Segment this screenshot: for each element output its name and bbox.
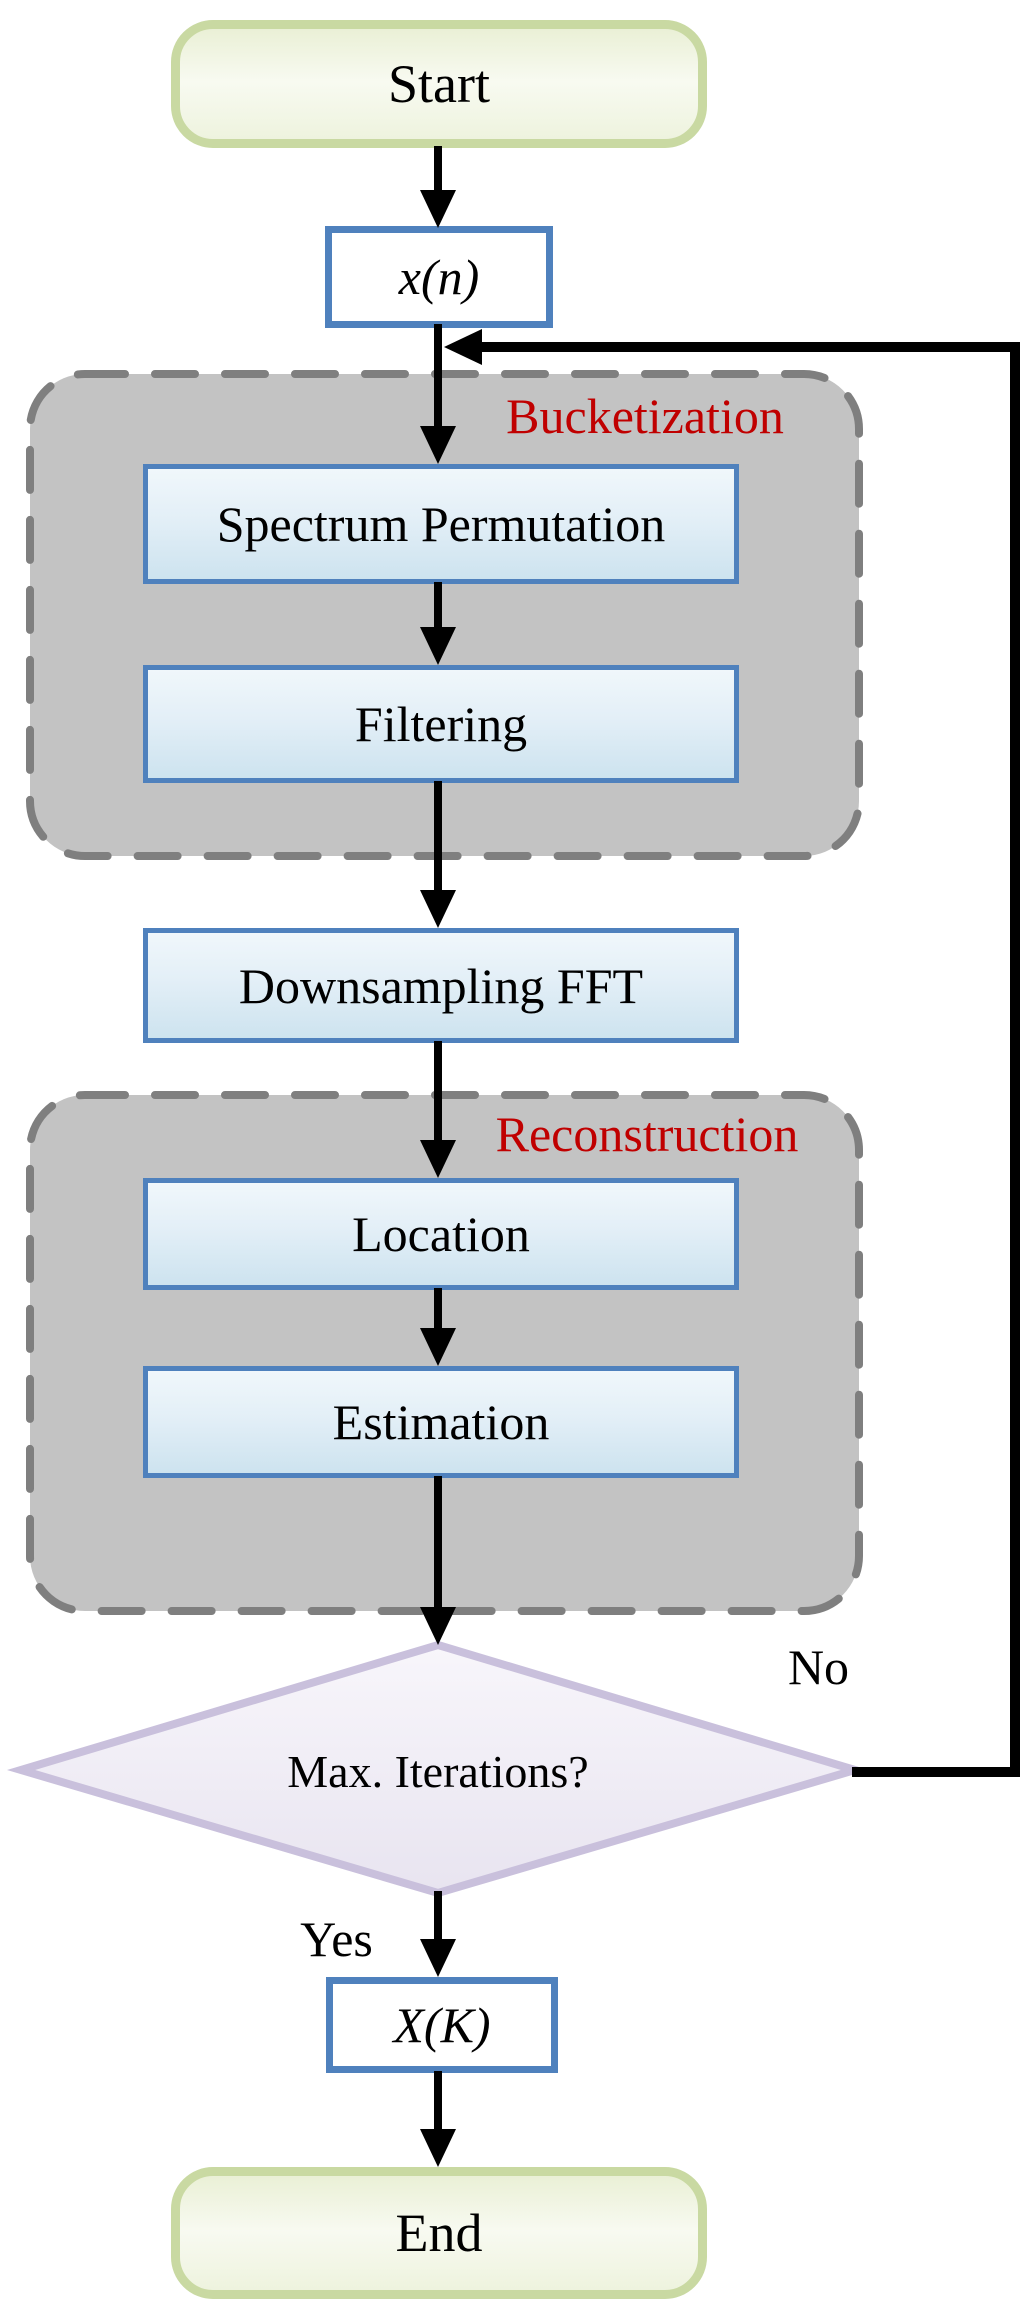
bucketization-group-label: Bucketization	[506, 388, 784, 444]
end-terminator: End	[171, 2167, 707, 2299]
estimation-box: Estimation	[143, 1366, 739, 1478]
downsampling-fft-box: Downsampling FFT	[143, 928, 739, 1043]
reconstruction-group-outline	[26, 1091, 863, 1615]
location-box: Location	[143, 1178, 739, 1290]
filtering-box: Filtering	[143, 665, 739, 783]
reconstruction-group-label: Reconstruction	[495, 1106, 799, 1162]
decision-label: Max. Iterations?	[287, 1745, 589, 1797]
bucketization-group-outline	[26, 370, 863, 860]
output-spectrum-box: X(K)	[326, 1977, 558, 2073]
spectrum-permutation-box: Spectrum Permutation	[143, 464, 739, 584]
start-terminator: Start	[171, 20, 707, 148]
input-signal-box: x(n)	[325, 226, 553, 328]
yes-branch-label: Yes	[300, 1911, 373, 1967]
no-branch-label: No	[787, 1639, 850, 1695]
